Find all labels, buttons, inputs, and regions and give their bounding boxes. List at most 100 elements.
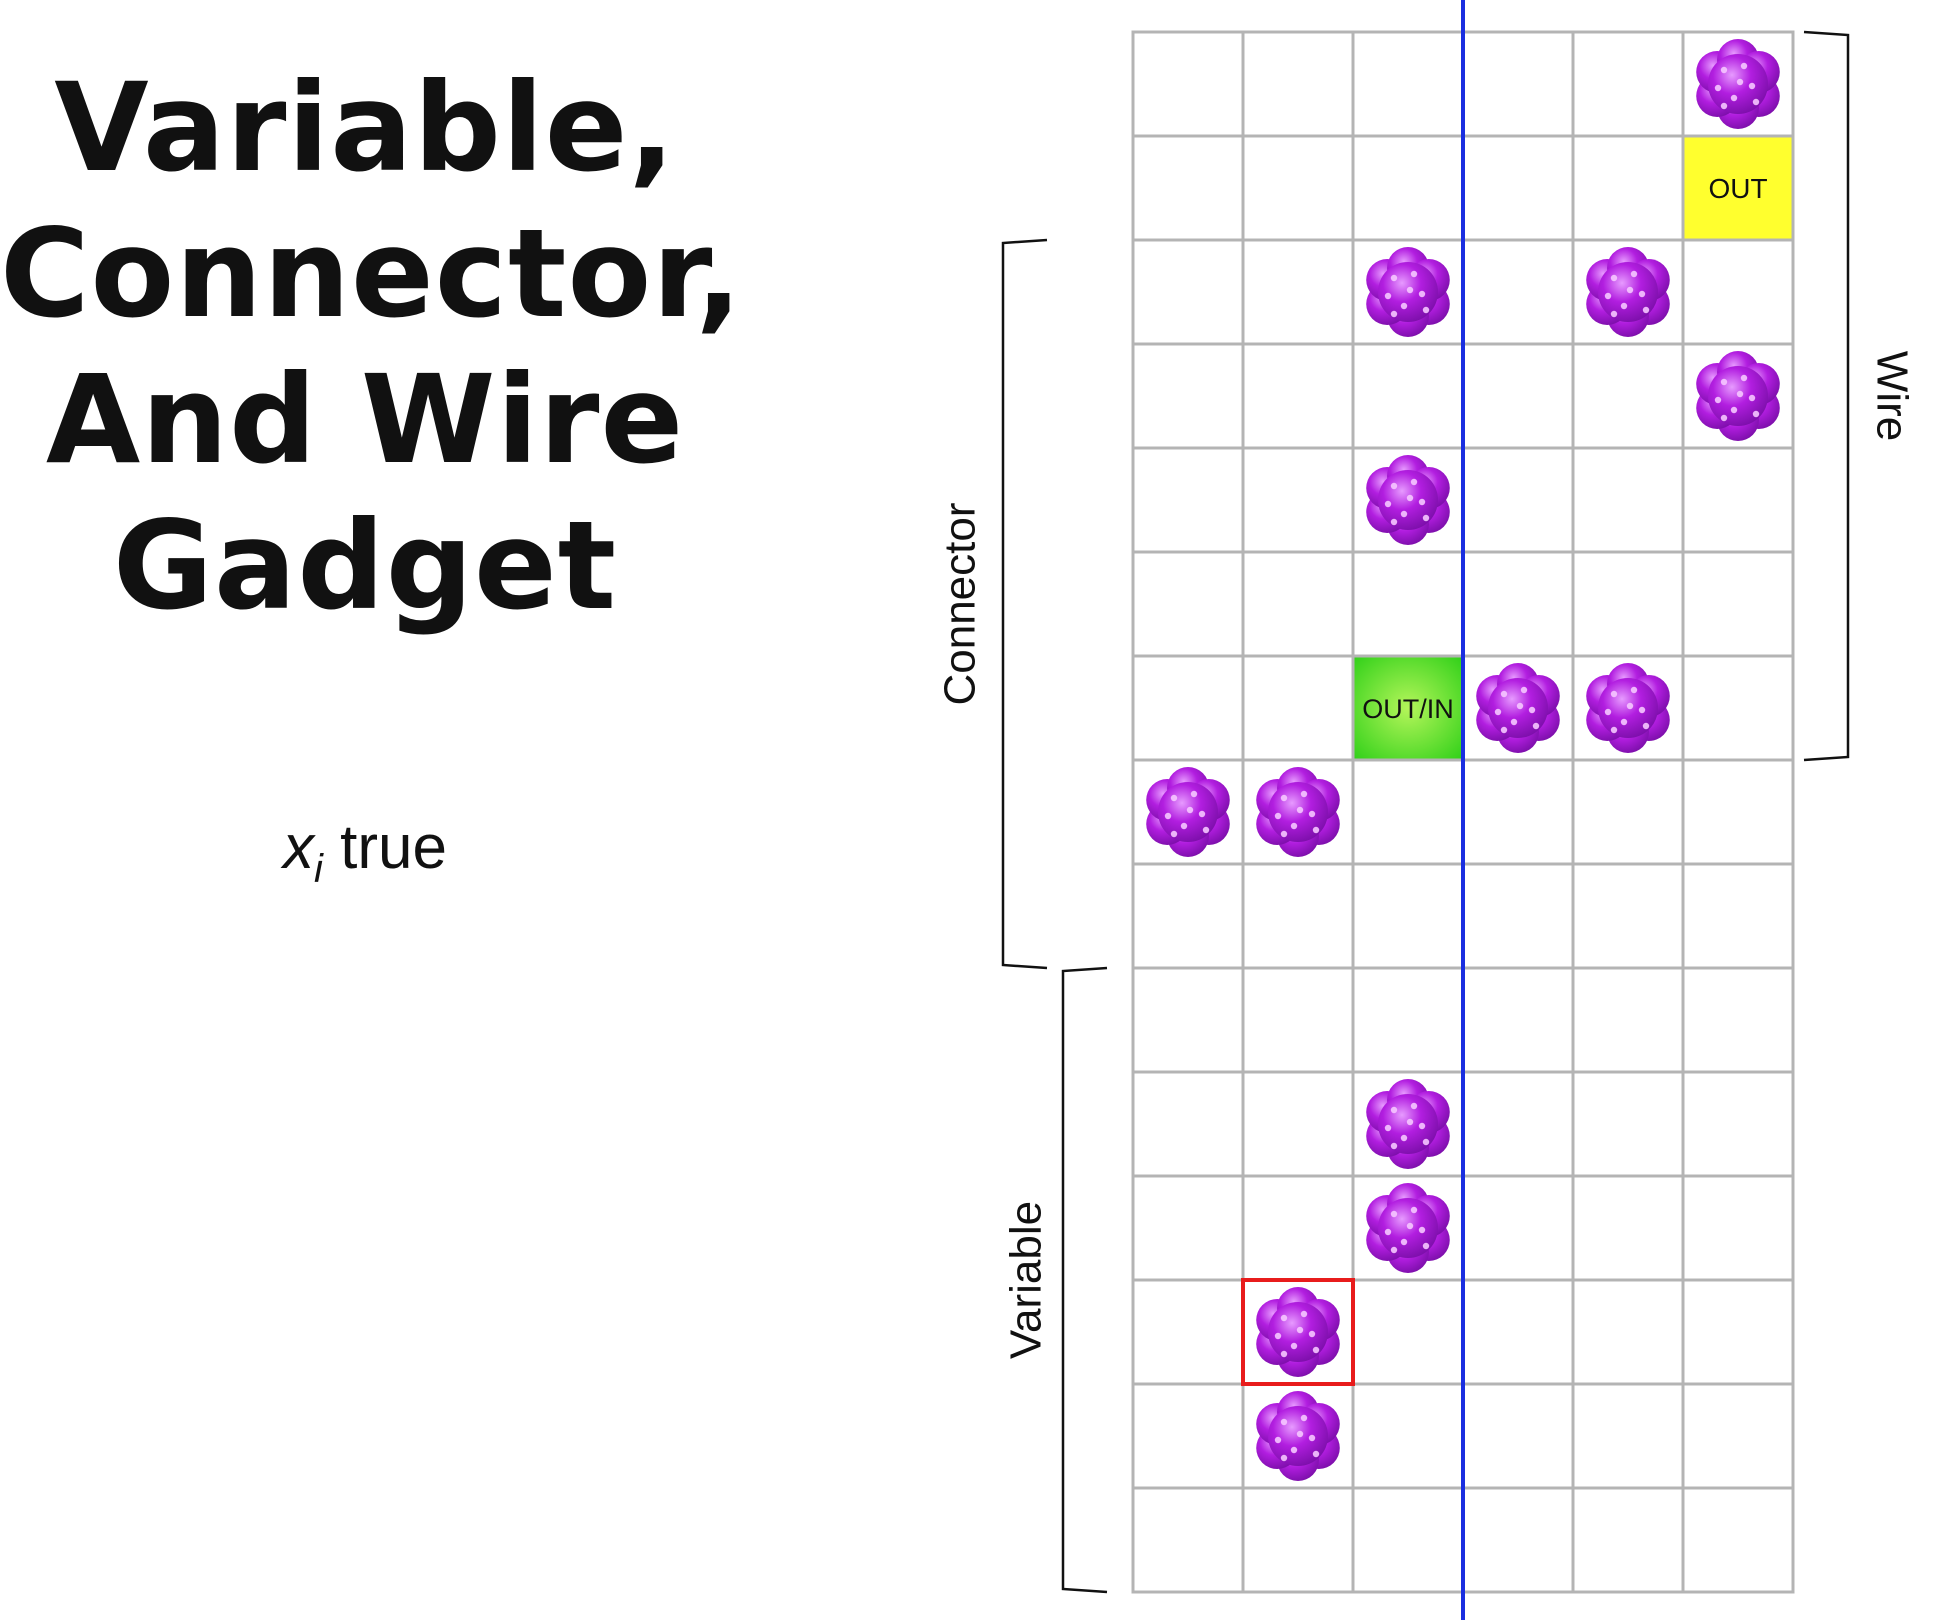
special-cell-label: OUT/IN <box>1362 694 1454 724</box>
grid-cell <box>1241 446 1355 554</box>
grid-cell <box>1571 1174 1685 1282</box>
grid-cell <box>1351 966 1465 1074</box>
candy-piece <box>1696 39 1780 129</box>
variable-symbol: x <box>283 813 315 882</box>
grid-cell <box>1461 342 1575 450</box>
candy-piece <box>1256 1287 1340 1377</box>
grid-cell <box>1461 1174 1575 1282</box>
grid-cell <box>1571 1070 1685 1178</box>
grid-cell <box>1241 654 1355 762</box>
grid-cell <box>1681 966 1795 1074</box>
grid-cell <box>1571 966 1685 1074</box>
special-cell-2 <box>1354 657 1462 759</box>
grid-cell <box>1571 1382 1685 1490</box>
grid-cell <box>1351 342 1465 450</box>
wire-bracket <box>1803 30 1850 762</box>
grid-cell <box>1571 446 1685 554</box>
grid-cell <box>1571 862 1685 970</box>
grid-cell <box>1461 1382 1575 1490</box>
title-line-1: Variable, <box>54 57 676 199</box>
grid-cell <box>1351 1486 1465 1594</box>
wire-bracket-label: Wire <box>1868 351 1917 441</box>
candy-piece <box>1586 663 1670 753</box>
grid-cell <box>1131 654 1245 762</box>
truth-value-text: true <box>322 813 447 882</box>
special-cell-label: OUT <box>1708 173 1767 204</box>
grid-cell <box>1351 862 1465 970</box>
grid-cell <box>1461 966 1575 1074</box>
variable-subscript: i <box>314 847 323 891</box>
grid-cell <box>1461 238 1575 346</box>
grid-cell <box>1241 1486 1355 1594</box>
grid-cell <box>1571 30 1685 138</box>
candy-piece <box>1256 1391 1340 1481</box>
grid-cell <box>1681 446 1795 554</box>
grid-cell <box>1131 1278 1245 1386</box>
grid-cell <box>1131 446 1245 554</box>
grid-cell <box>1461 758 1575 866</box>
grid-cell <box>1131 1070 1245 1178</box>
grid-cell <box>1131 1382 1245 1490</box>
grid-cell <box>1461 134 1575 242</box>
candy-piece <box>1146 767 1230 857</box>
candy-piece <box>1586 247 1670 337</box>
grid-cell <box>1681 862 1795 970</box>
grid-cell <box>1351 1278 1465 1386</box>
grid-cell <box>1131 134 1245 242</box>
grid-cell <box>1571 134 1685 242</box>
overlays <box>1241 0 1465 1620</box>
grid-cell <box>1461 1486 1575 1594</box>
grid-cell <box>1131 862 1245 970</box>
connector-bracket-label: Connector <box>936 502 985 705</box>
grid-cell <box>1241 238 1355 346</box>
grid-cell <box>1241 342 1355 450</box>
grid-cell <box>1131 238 1245 346</box>
slide-title: Variable, Connector, And Wire Gadget <box>0 55 743 639</box>
grid-cell <box>1571 758 1685 866</box>
title-line-4: Gadget <box>112 495 618 637</box>
title-line-2: Connector, <box>0 203 743 345</box>
candy-piece <box>1476 663 1560 753</box>
grid-cell <box>1241 1070 1355 1178</box>
title-line-3: And Wire <box>45 349 685 491</box>
grid-cell <box>1681 1382 1795 1490</box>
grid-cell <box>1241 966 1355 1074</box>
grid-cell <box>1681 758 1795 866</box>
grid-cell <box>1681 1070 1795 1178</box>
grid-cell <box>1461 862 1575 970</box>
pieces <box>1146 39 1780 1481</box>
grid-cell <box>1681 550 1795 658</box>
grid-cell <box>1131 1174 1245 1282</box>
grid-cell <box>1571 550 1685 658</box>
grid-cell <box>1571 1278 1685 1386</box>
grid-cell <box>1351 134 1465 242</box>
grid-cell <box>1681 1486 1795 1594</box>
highlighted-cell <box>1241 1278 1355 1386</box>
grid-cell <box>1681 1174 1795 1282</box>
variable-bracket <box>1061 966 1108 1594</box>
grid-cell <box>1131 30 1245 138</box>
grid-cell <box>1241 550 1355 658</box>
grid-cell <box>1241 862 1355 970</box>
variable-bracket-label: Variable <box>1002 1201 1051 1359</box>
connector-bracket <box>1001 238 1048 970</box>
candy-piece <box>1366 455 1450 545</box>
special-cells: OUT OUT/IN <box>1354 137 1792 759</box>
candy-piece <box>1366 1183 1450 1273</box>
assignment-caption: xi true <box>0 812 730 892</box>
grid-cell <box>1131 550 1245 658</box>
candy-piece <box>1696 351 1780 441</box>
special-cell-1 <box>1684 137 1792 239</box>
grid-cell <box>1351 30 1465 138</box>
grid-cell <box>1461 1278 1575 1386</box>
grid-cell <box>1571 1486 1685 1594</box>
grid-cell <box>1461 550 1575 658</box>
candy-piece <box>1366 1079 1450 1169</box>
grid-cell <box>1351 758 1465 866</box>
grid-cell <box>1131 1486 1245 1594</box>
grid-cell <box>1351 550 1465 658</box>
grid-cell <box>1131 342 1245 450</box>
grid-cell <box>1241 30 1355 138</box>
